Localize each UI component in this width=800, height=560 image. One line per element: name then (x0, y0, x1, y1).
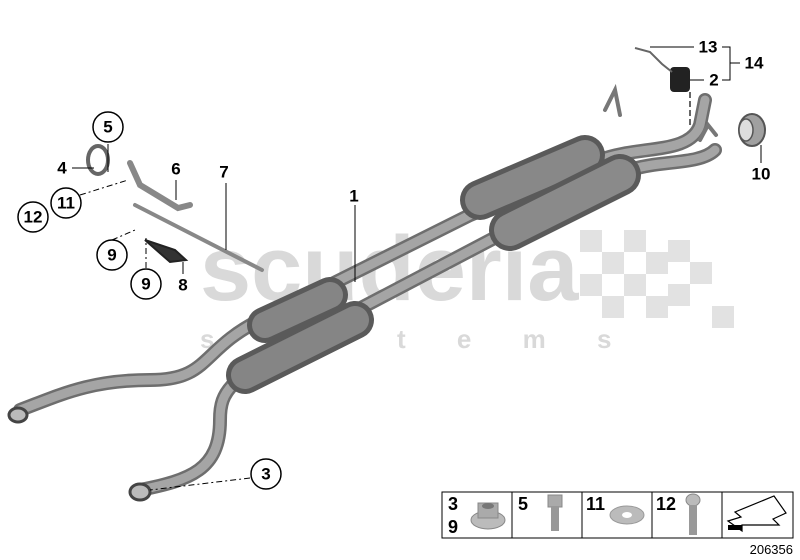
callout-10: 10 (752, 165, 771, 184)
callout-circle (250, 458, 282, 490)
callouts: 1 2 3 4 5 6 7 8 9 9 10 11 12 13 14 (17, 38, 771, 490)
callout-circle (92, 111, 124, 143)
leader-lines (72, 46, 762, 491)
callout-6: 6 (171, 160, 180, 179)
callout-circle (50, 187, 82, 219)
callout-1: 1 (349, 187, 358, 206)
callout-3: 3 (261, 465, 270, 484)
exhaust-system (7, 83, 722, 502)
callout-5: 5 (103, 118, 112, 137)
callout-2: 2 (709, 71, 718, 90)
clamp-part-10 (738, 113, 766, 147)
callout-8: 8 (178, 276, 187, 295)
callout-7: 7 (219, 163, 228, 182)
legend-label-11: 11 (586, 494, 605, 514)
legend-cell-nut: 3 9 (448, 494, 506, 537)
torx-bolt-icon (685, 493, 701, 535)
callout-9b: 9 (141, 275, 150, 294)
callout-4: 4 (57, 159, 67, 178)
callout-circle (130, 268, 162, 300)
hex-bolt-icon (547, 494, 563, 531)
hardware-legend: 3 9 5 11 12 (441, 491, 794, 557)
checkered-flag-icon (580, 230, 734, 328)
legend-label-9: 9 (448, 517, 458, 537)
callout-14: 14 (745, 54, 764, 73)
callout-9a: 9 (107, 246, 116, 265)
legend-label-3: 3 (448, 494, 458, 514)
legend-cell-bolt: 5 (518, 494, 563, 531)
legend-cell-washer: 11 (586, 494, 645, 525)
callout-circle (96, 239, 128, 271)
direction-arrow-icon (726, 495, 787, 533)
image-code: 206356 (750, 542, 793, 557)
flange-nut-icon (470, 502, 506, 530)
rubber-mount-part-2 (634, 47, 691, 125)
washer-icon (609, 505, 645, 525)
legend-cell-torx-bolt: 12 (656, 493, 701, 535)
legend-label-5: 5 (518, 494, 528, 514)
callout-12: 12 (24, 208, 43, 227)
callout-11: 11 (57, 194, 75, 213)
legend-label-12: 12 (656, 494, 676, 514)
callout-circle (17, 201, 49, 233)
callout-13: 13 (699, 38, 718, 57)
